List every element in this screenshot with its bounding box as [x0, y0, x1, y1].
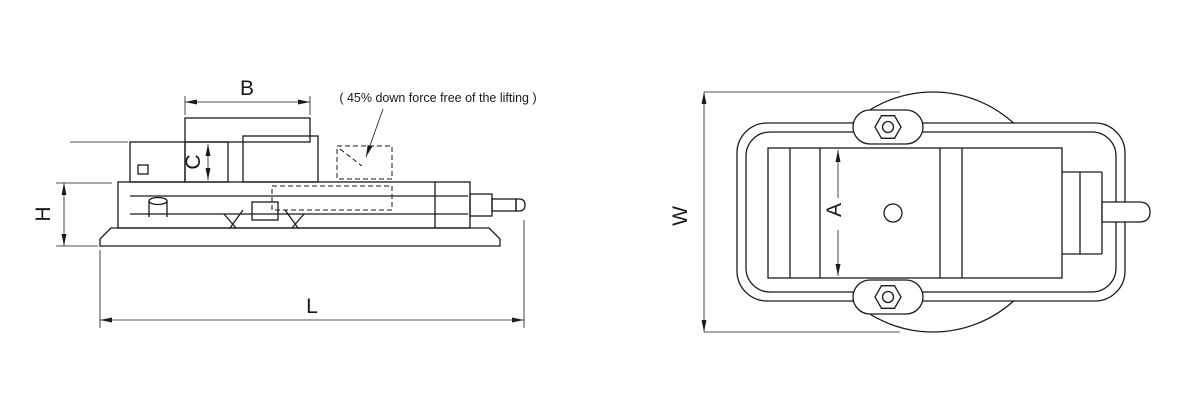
lifted-jaw-phantom — [336, 145, 393, 180]
dim-label-w: W — [669, 206, 692, 226]
side-view-details — [148, 193, 526, 229]
vise-base — [99, 227, 501, 247]
annotation-group: ( 45% down force free of the lifting ) — [339, 91, 537, 158]
jaw-bridge — [184, 117, 311, 143]
claw-line-1 — [229, 209, 244, 229]
screw-shaft-step — [491, 198, 517, 212]
lifted-jaw-diagonal — [339, 148, 363, 167]
vise-bed — [117, 181, 471, 229]
clamp-block — [251, 201, 279, 221]
center-hole — [883, 203, 903, 223]
body-outer-outline — [736, 122, 1126, 302]
side-view: B C H L — [32, 77, 537, 328]
dim-label-l: L — [306, 295, 318, 318]
dimension-h: H — [32, 141, 128, 247]
annotation-leader-arrow — [365, 108, 384, 158]
screw-shaft-top-view — [1101, 201, 1151, 223]
annotation-text: ( 45% down force free of the lifting ) — [339, 91, 536, 105]
top-view: A W — [669, 91, 1151, 333]
claw-line-4 — [291, 213, 305, 229]
top-bolt-hex-nut — [874, 115, 902, 139]
bottom-bolt-circle — [881, 290, 895, 304]
dimension-a: A — [823, 150, 846, 276]
dimension-l: L — [99, 220, 525, 328]
side-view-hidden-lines — [271, 145, 393, 211]
bottom-bolt-hex-nut — [874, 285, 902, 309]
screw-end-cap — [515, 198, 526, 212]
dim-label-b: B — [240, 77, 254, 100]
top-bolt-circle — [881, 120, 895, 134]
fixed-jaw-step — [129, 141, 186, 183]
top-view-slide — [767, 147, 1151, 279]
fixed-jaw-plate — [184, 141, 229, 183]
dim-label-h: H — [32, 206, 55, 221]
dim-label-a: A — [823, 203, 846, 217]
slide-body — [767, 147, 1063, 279]
top-clamp-bolt — [852, 109, 924, 145]
claw-line-3 — [284, 209, 299, 229]
bottom-clamp-bolt — [852, 279, 924, 315]
hidden-nut — [271, 185, 393, 211]
fixed-jaw-notch — [137, 164, 149, 175]
screw-shaft — [469, 193, 493, 217]
dimension-w: W — [669, 91, 900, 333]
movable-jaw — [242, 135, 319, 183]
side-view-outlines — [99, 117, 501, 247]
claw-line-2 — [223, 213, 237, 229]
dimension-b: B — [184, 77, 311, 115]
clamp-cylinder-top — [148, 196, 168, 206]
dimension-c: C — [182, 144, 211, 180]
dim-label-c: C — [182, 154, 205, 169]
